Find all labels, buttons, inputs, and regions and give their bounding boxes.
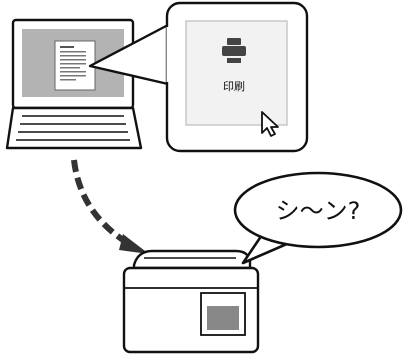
printer xyxy=(124,251,258,352)
printer-top xyxy=(134,251,250,268)
print-popup: 印刷 xyxy=(167,3,307,151)
print-button[interactable]: 印刷 xyxy=(186,21,287,125)
send-arrow xyxy=(74,160,149,254)
speech-bubble-text: シ～ン? xyxy=(276,197,361,225)
laptop-base xyxy=(7,108,141,148)
print-label: 印刷 xyxy=(223,80,245,93)
speech-bubble: シ～ン? xyxy=(235,173,401,263)
laptop xyxy=(7,20,141,148)
